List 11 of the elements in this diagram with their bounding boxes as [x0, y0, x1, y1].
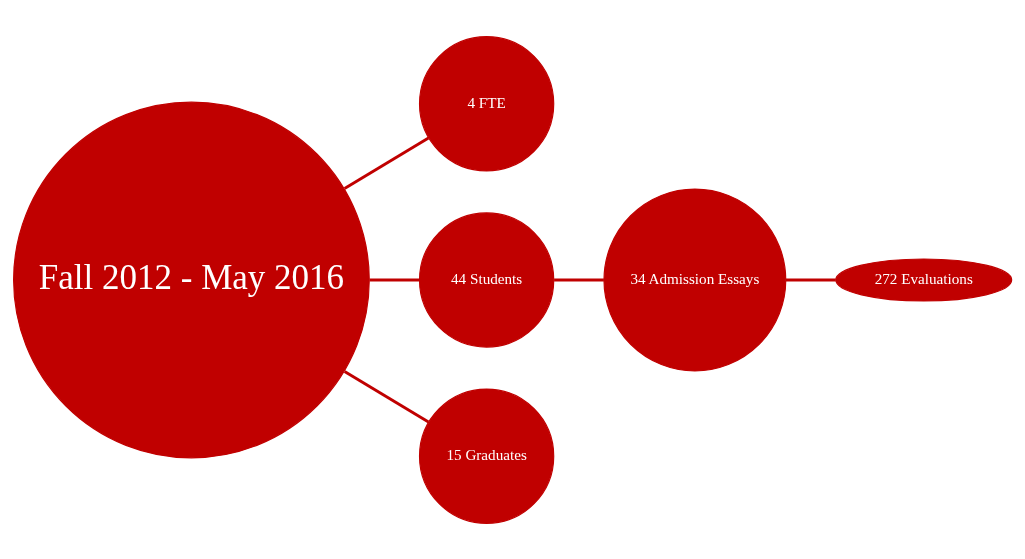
node-ellipse: 272 Evaluations — [835, 257, 1013, 302]
node-circle: 34 Admission Essays — [603, 188, 787, 371]
connector — [343, 136, 430, 190]
node-circle: Fall 2012 - May 2016 — [13, 101, 370, 458]
connector — [369, 278, 420, 281]
node-circle: 44 Students — [418, 211, 555, 348]
node-circle: 4 FTE — [418, 35, 555, 171]
node-circle: 15 Graduates — [418, 388, 555, 524]
connector — [554, 278, 604, 281]
connector — [785, 278, 836, 281]
connector — [343, 369, 430, 423]
